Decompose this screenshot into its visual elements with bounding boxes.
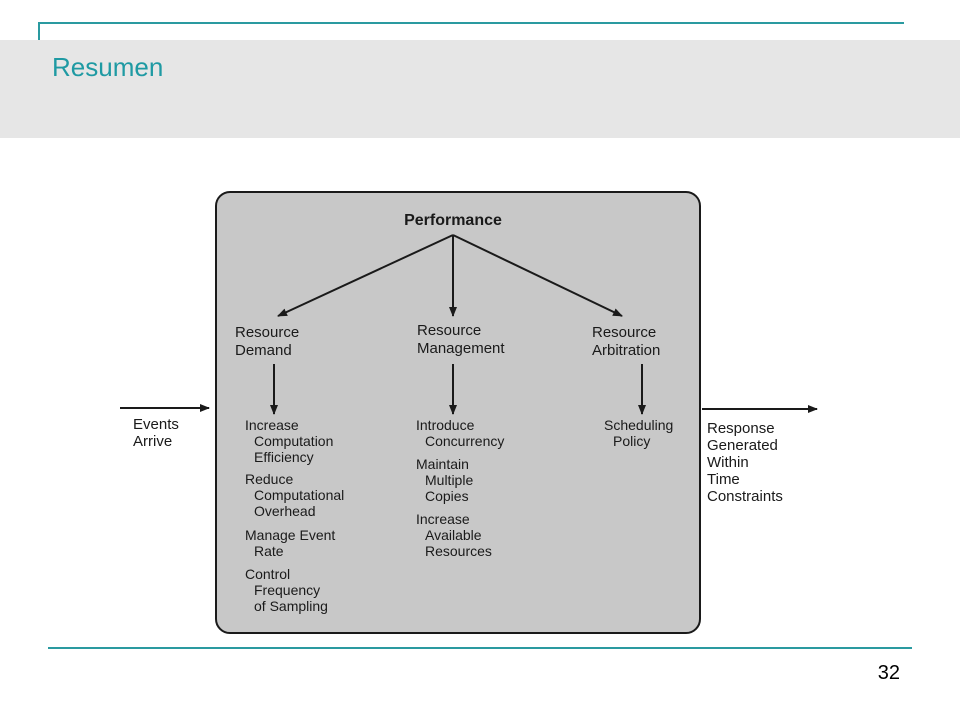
item-line: Manage Event: [245, 527, 335, 543]
item-line: Copies: [425, 488, 469, 504]
item-line: of Sampling: [254, 598, 328, 614]
demand-item-sampling: Control Frequency of Sampling: [245, 566, 328, 614]
output-label-line: Generated: [707, 437, 778, 454]
branch-title-management-line: Management: [417, 340, 505, 357]
demand-item-overhead: Reduce Computational Overhead: [245, 471, 348, 519]
branch-title-demand-line: Resource: [235, 324, 299, 341]
top-rule: [40, 22, 904, 24]
item-line: Computational: [254, 487, 344, 503]
performance-heading: Performance: [404, 212, 502, 229]
item-line: Maintain: [416, 456, 469, 472]
item-line: Policy: [613, 433, 650, 449]
item-line: Available: [425, 527, 482, 543]
arbitration-item-scheduling: Scheduling Policy: [604, 417, 677, 449]
branch-title-demand-line: Demand: [235, 342, 292, 359]
item-line: Scheduling: [604, 417, 673, 433]
page-number: 32: [877, 662, 900, 684]
management-item-concurrency: Introduce Concurrency: [416, 417, 504, 449]
management-item-resources: Increase Available Resources: [416, 511, 492, 559]
branch-title-demand: Resource Demand: [235, 324, 303, 359]
input-label-line: Arrive: [133, 433, 172, 450]
management-item-copies: Maintain Multiple Copies: [416, 456, 477, 504]
item-line: Efficiency: [254, 449, 314, 465]
item-line: Increase: [416, 511, 470, 527]
item-line: Concurrency: [425, 433, 504, 449]
item-line: Introduce: [416, 417, 475, 433]
item-line: Control: [245, 566, 290, 582]
arrow-to-demand: [277, 234, 454, 317]
output-label-line: Within: [707, 454, 749, 471]
demand-item-computation: Increase Computation Efficiency: [245, 417, 337, 465]
arrow-to-arbitration: [452, 234, 623, 317]
diagram-box: [215, 191, 701, 634]
demand-item-event-rate: Manage Event Rate: [245, 527, 339, 559]
item-line: Multiple: [425, 472, 473, 488]
item-line: Frequency: [254, 582, 320, 598]
item-line: Computation: [254, 433, 333, 449]
item-line: Resources: [425, 543, 492, 559]
output-label-line: Response: [707, 420, 775, 437]
item-line: Increase: [245, 417, 299, 433]
branch-title-arbitration-line: Resource: [592, 324, 656, 341]
output-label-line: Constraints: [707, 488, 783, 505]
bottom-rule: [48, 647, 912, 649]
item-line: Overhead: [254, 503, 315, 519]
item-line: Rate: [254, 543, 284, 559]
input-label-line: Events: [133, 416, 179, 433]
branch-title-management-line: Resource: [417, 322, 481, 339]
input-label: Events Arrive: [133, 416, 183, 450]
slide-title: Resumen: [52, 52, 164, 82]
branch-title-management: Resource Management: [417, 322, 505, 357]
branch-title-arbitration: Resource Arbitration: [592, 324, 660, 359]
output-label: Response Generated Within Time Constrain…: [707, 420, 783, 505]
item-line: Reduce: [245, 471, 293, 487]
output-label-line: Time: [707, 471, 740, 488]
title-band: [0, 40, 960, 138]
branch-title-arbitration-line: Arbitration: [592, 342, 660, 359]
